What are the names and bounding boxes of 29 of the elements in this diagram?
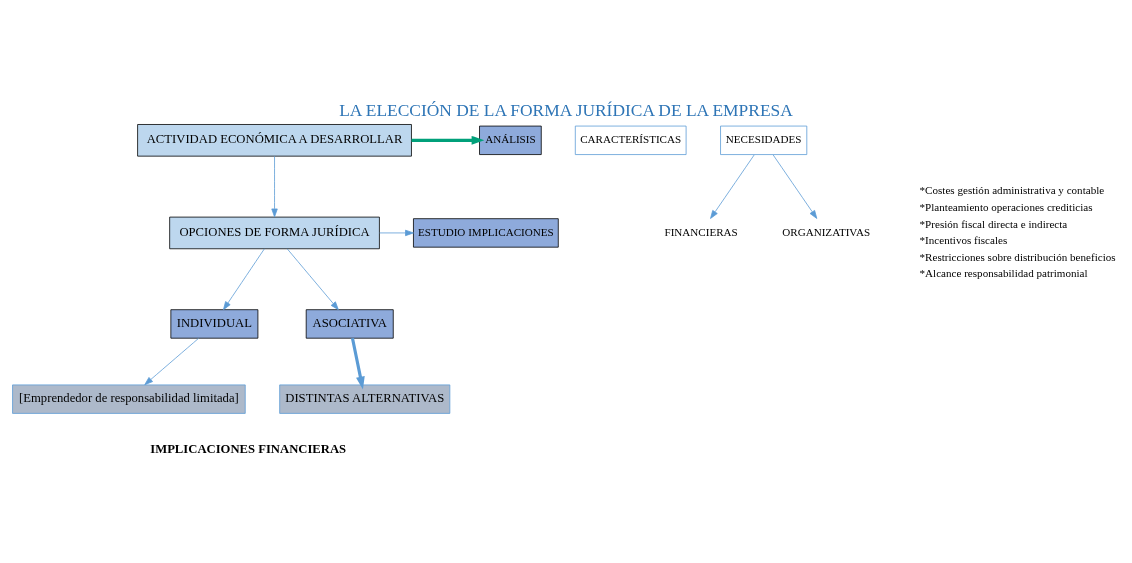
label: IMPLICACIONES FINANCIERAS [150, 441, 347, 456]
node-box: ASOCIATIVA [305, 308, 394, 339]
label: *Alcance responsabilidad patrimonial [919, 266, 1088, 279]
arrow [350, 337, 365, 389]
arrow [710, 154, 755, 219]
node-box: NECESIDADES [720, 125, 808, 155]
label: *Presión fiscal directa e indirecta [919, 217, 1068, 230]
node-text: ORGANIZATIVAS [782, 225, 871, 238]
node-box: ANÁLISIS [479, 125, 542, 155]
node-box: CARACTERÍSTICAS [574, 125, 687, 155]
arrow [379, 229, 414, 236]
label: *Incentivos fiscales [919, 233, 1008, 246]
node-box: DISTINTAS ALTERNATIVAS [279, 384, 451, 414]
node-box: OPCIONES DE FORMA JURÍDICA [169, 216, 380, 249]
label: *Costes gestión administrativa y contable [919, 183, 1105, 196]
node-box: INDIVIDUAL [170, 308, 259, 339]
label: *Planteamiento operaciones crediticias [919, 200, 1093, 213]
arrow [411, 135, 485, 145]
node-text: FINANCIERAS [664, 225, 738, 238]
arrow [772, 154, 818, 219]
node-box: ACTIVIDAD ECONÓMICA A DESARROLLAR [137, 123, 412, 157]
arrow [144, 337, 200, 385]
label: *Restricciones sobre distribución beneficios [919, 250, 1116, 263]
node-box: [Emprendedor de responsabilidad limitada] [12, 384, 246, 414]
node-box: ESTUDIO IMPLICACIONES [413, 217, 559, 248]
arrow [223, 248, 265, 310]
arrow [271, 155, 278, 217]
diagram-title: LA ELECCIÓN DE LA FORMA JURÍDICA DE LA EMPRESA [339, 99, 793, 120]
arrow [286, 248, 339, 310]
